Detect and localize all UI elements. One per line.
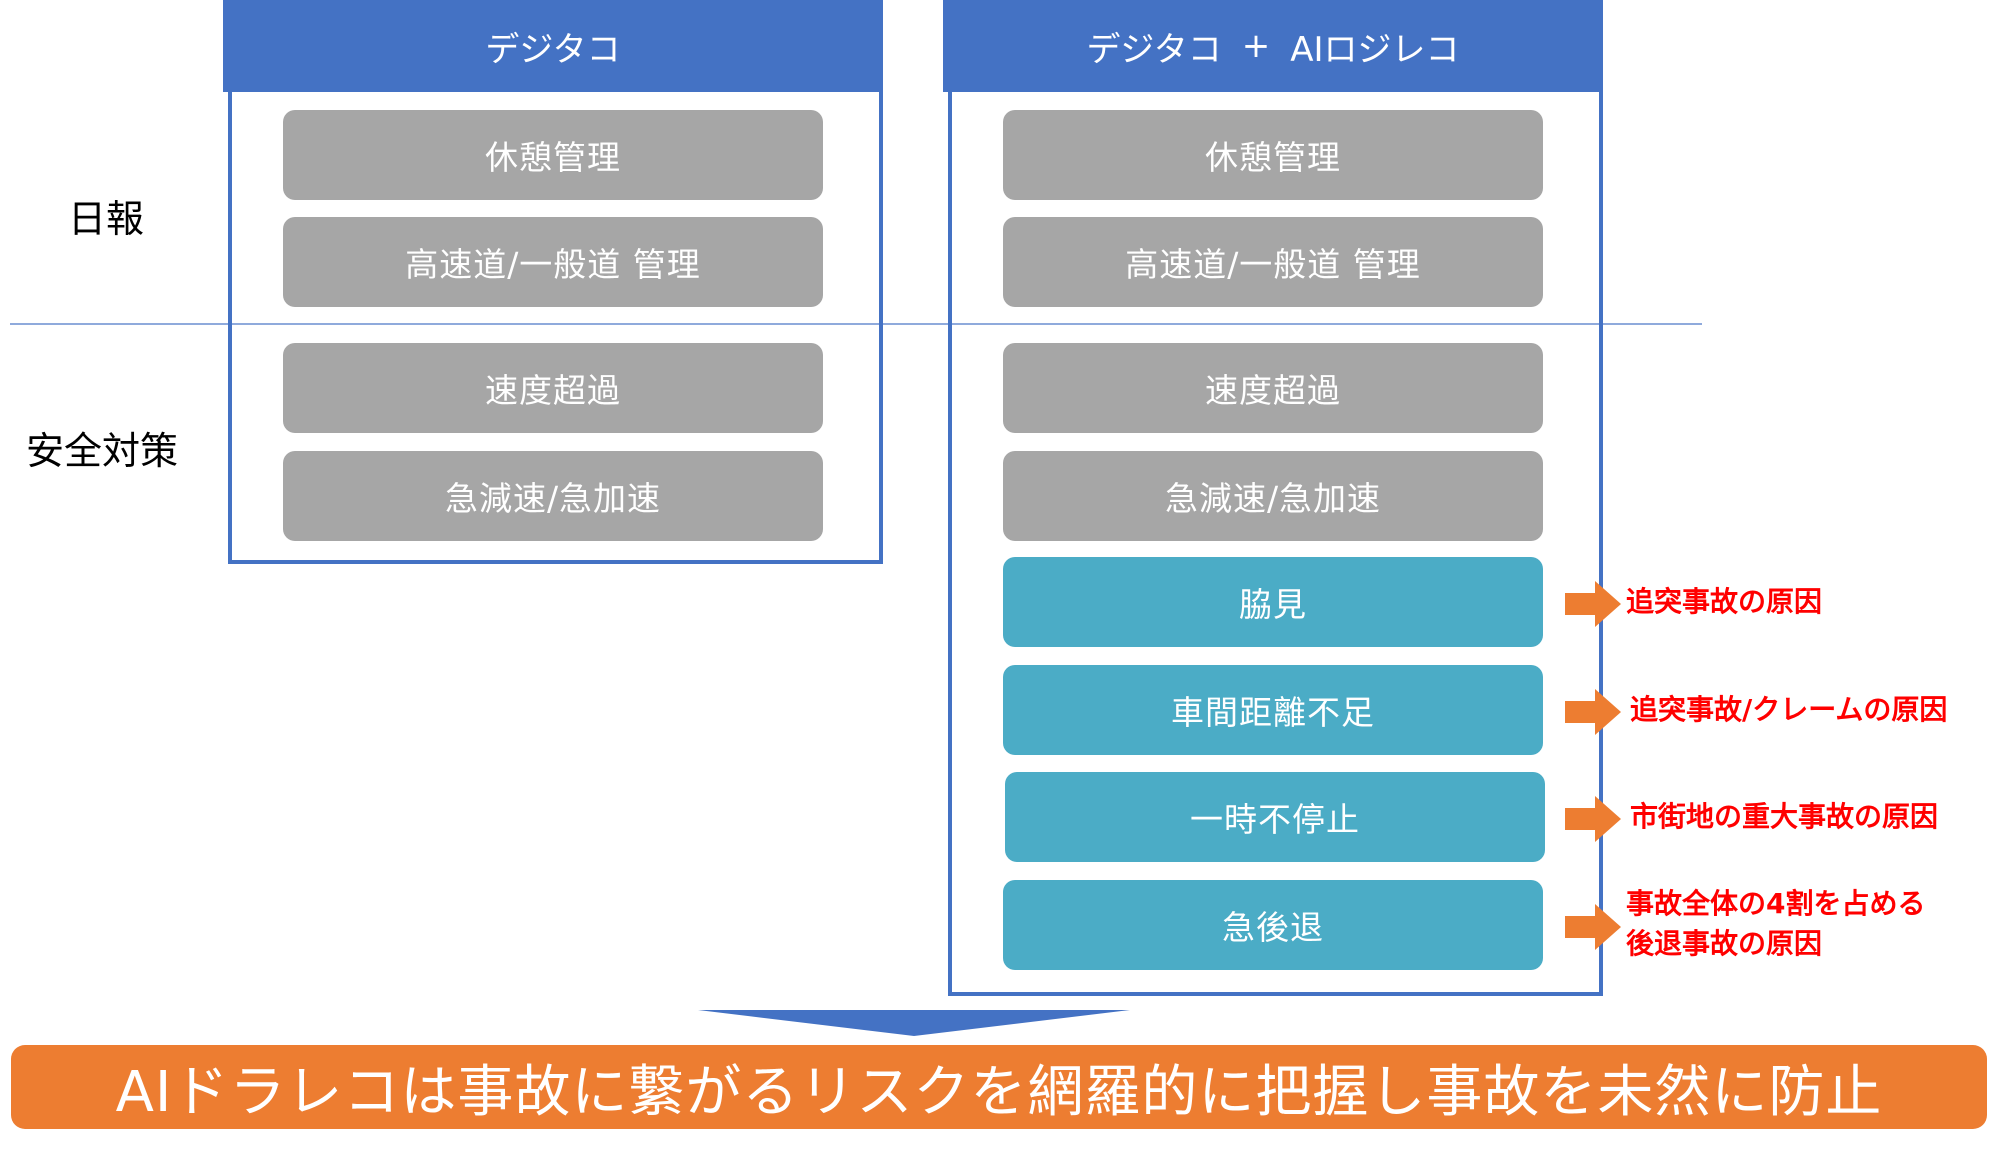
row-label-daily-report: 日報 — [68, 197, 145, 241]
right-column-header: デジタコ + AIロジレコ — [943, 0, 1603, 92]
right-item-break-management: 休憩管理 — [1003, 110, 1543, 200]
right-item-stop-violation: 一時不停止 — [1005, 772, 1545, 862]
left-item-road-management: 高速道/一般道 管理 — [283, 217, 823, 307]
summary-banner: AIドラレコは事故に繋がるリスクを網羅的に把握し事故を未然に防止 — [11, 1045, 1987, 1129]
right-item-tailgating: 車間距離不足 — [1003, 665, 1543, 755]
left-item-overspeed: 速度超過 — [283, 343, 823, 433]
left-item-sudden-brake-accel: 急減速/急加速 — [283, 451, 823, 541]
right-item-overspeed: 速度超過 — [1003, 343, 1543, 433]
note-arrow-icon — [1565, 904, 1621, 950]
right-item-sudden-brake-accel: 急減速/急加速 — [1003, 451, 1543, 541]
right-column-frame — [948, 88, 1603, 996]
note-arrow-icon — [1565, 796, 1621, 842]
right-column-title-plus: + — [1241, 26, 1271, 66]
right-item-sudden-reverse: 急後退 — [1003, 880, 1543, 970]
left-column-frame — [228, 88, 883, 564]
note-arrow-icon — [1565, 581, 1621, 627]
note-urban-serious: 市街地の重大事故の原因 — [1630, 800, 1939, 833]
note-rear-end: 追突事故の原因 — [1626, 585, 1823, 618]
note-arrow-icon — [1565, 689, 1621, 735]
row-label-safety: 安全対策 — [26, 429, 179, 473]
right-column-title-part1: デジタコ — [1086, 29, 1222, 70]
left-column-header: デジタコ — [223, 0, 883, 92]
left-item-break-management: 休憩管理 — [283, 110, 823, 200]
right-item-road-management: 高速道/一般道 管理 — [1003, 217, 1543, 307]
right-item-looking-aside: 脇見 — [1003, 557, 1543, 647]
left-column-title: デジタコ — [485, 29, 621, 70]
right-column-title-part2: AIロジレコ — [1290, 29, 1460, 70]
row-divider — [10, 323, 1702, 325]
down-pointer-icon — [698, 1010, 1130, 1036]
note-reversing: 事故全体の4割を占める 後退事故の原因 — [1626, 887, 1926, 960]
note-rear-end-complaint: 追突事故/クレームの原因 — [1630, 693, 1948, 726]
